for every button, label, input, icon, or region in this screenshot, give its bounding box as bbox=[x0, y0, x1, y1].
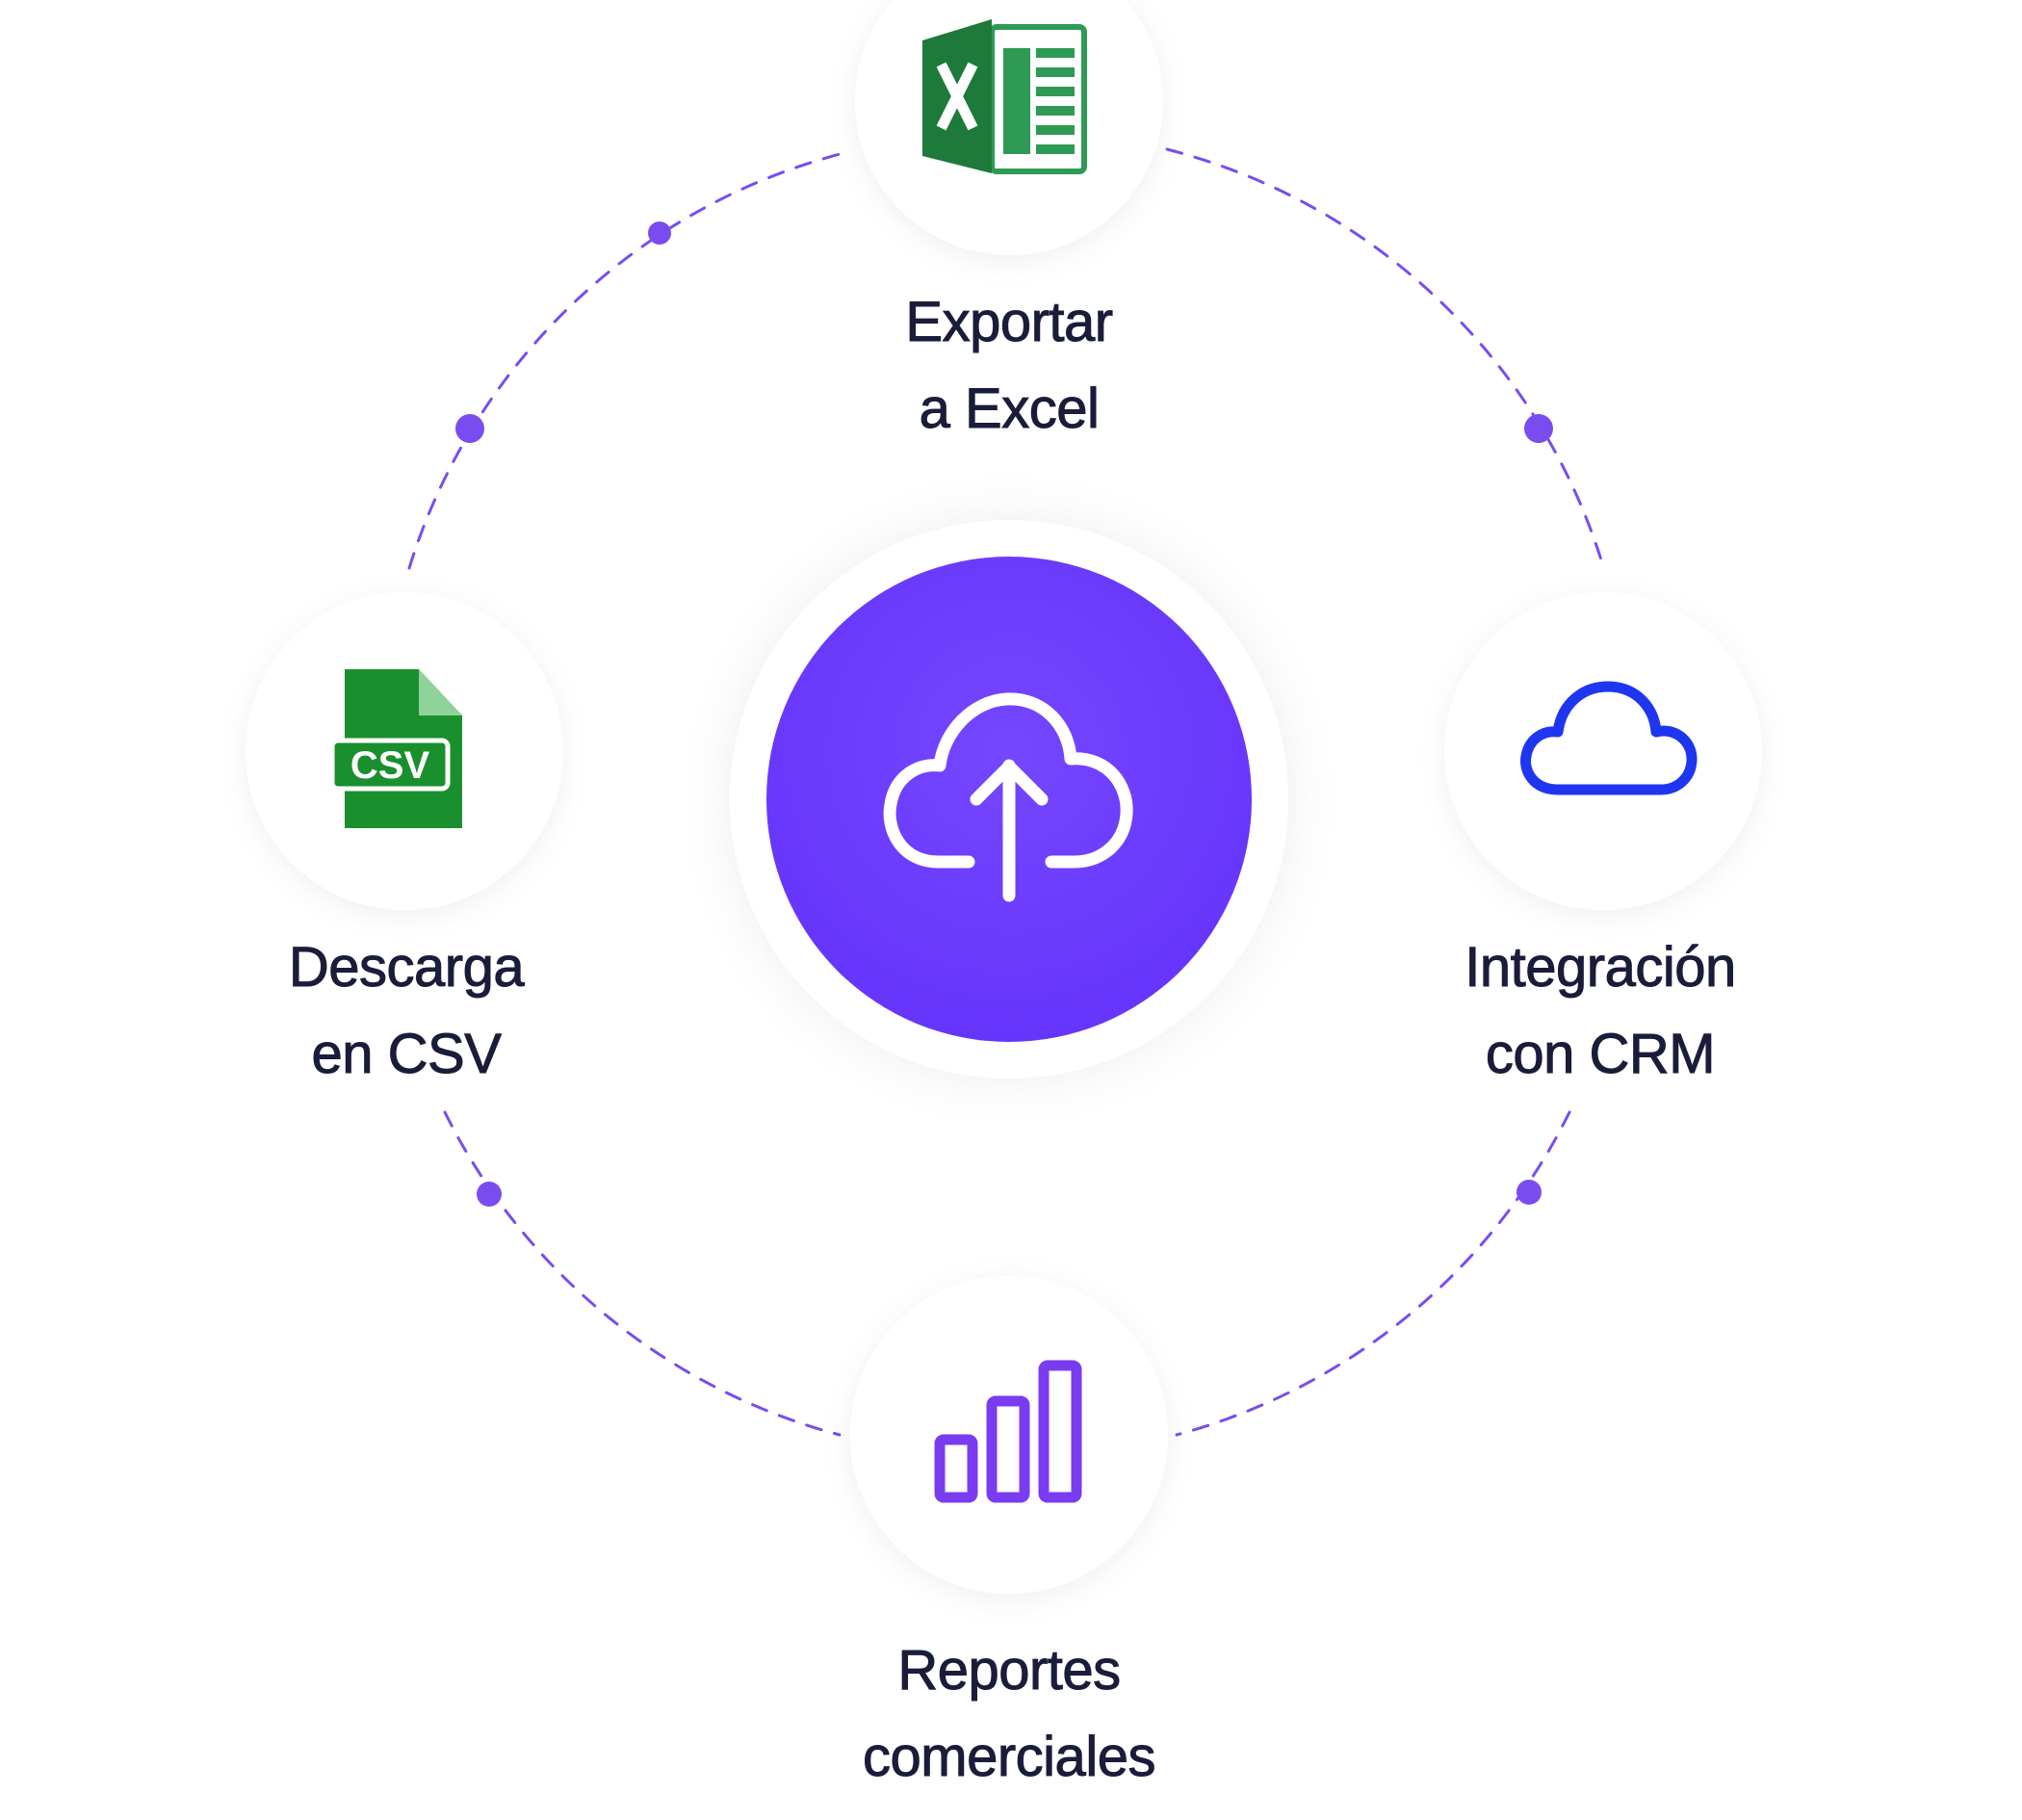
excel-x bbox=[936, 62, 978, 131]
center-node bbox=[730, 520, 1288, 1079]
bar-tall bbox=[1038, 1360, 1082, 1503]
label-line-2: en CSV bbox=[311, 1023, 502, 1086]
cloud-upload-icon bbox=[883, 692, 1133, 902]
connector-arcs bbox=[407, 147, 1605, 1437]
connector-dot bbox=[1516, 1180, 1542, 1205]
connector-dots bbox=[455, 221, 1553, 1207]
connector-arc-top-left bbox=[407, 150, 849, 570]
bar-short bbox=[934, 1434, 978, 1503]
label-line-2: con CRM bbox=[1485, 1023, 1716, 1086]
csv-file-icon: CSV bbox=[329, 669, 462, 828]
connector-arc-top-right bbox=[1165, 147, 1605, 568]
label-line-1: Reportes bbox=[897, 1639, 1122, 1703]
connector-dot bbox=[477, 1182, 502, 1207]
cloud-icon bbox=[1520, 681, 1698, 795]
node-label-excel: Exportar a Excel bbox=[788, 279, 1231, 453]
connector-dot bbox=[648, 221, 671, 245]
connector-arc-bottom-right bbox=[1175, 1110, 1571, 1437]
node-label-report: Reportes comerciales bbox=[788, 1627, 1231, 1801]
csv-file-fold bbox=[419, 669, 462, 715]
csv-text: CSV bbox=[350, 744, 430, 787]
label-line-1: Descarga bbox=[288, 936, 525, 1000]
connector-dot bbox=[455, 414, 484, 443]
node-bg-crm bbox=[1444, 592, 1762, 910]
bar-chart-icon bbox=[934, 1360, 1082, 1503]
node-bg-report bbox=[850, 1276, 1168, 1594]
label-line-2: a Excel bbox=[919, 377, 1100, 441]
bar-medium bbox=[986, 1395, 1030, 1503]
label-line-1: Integración bbox=[1465, 936, 1737, 1000]
node-label-csv: Descarga en CSV bbox=[185, 924, 628, 1098]
csv-banner bbox=[329, 738, 451, 792]
connector-dot bbox=[1524, 414, 1553, 443]
excel-icon bbox=[922, 19, 1087, 174]
label-line-1: Exportar bbox=[905, 291, 1114, 354]
connector-arc-bottom-left bbox=[443, 1110, 842, 1437]
node-label-crm: Integración con CRM bbox=[1379, 924, 1822, 1098]
label-line-2: comerciales bbox=[863, 1726, 1156, 1789]
